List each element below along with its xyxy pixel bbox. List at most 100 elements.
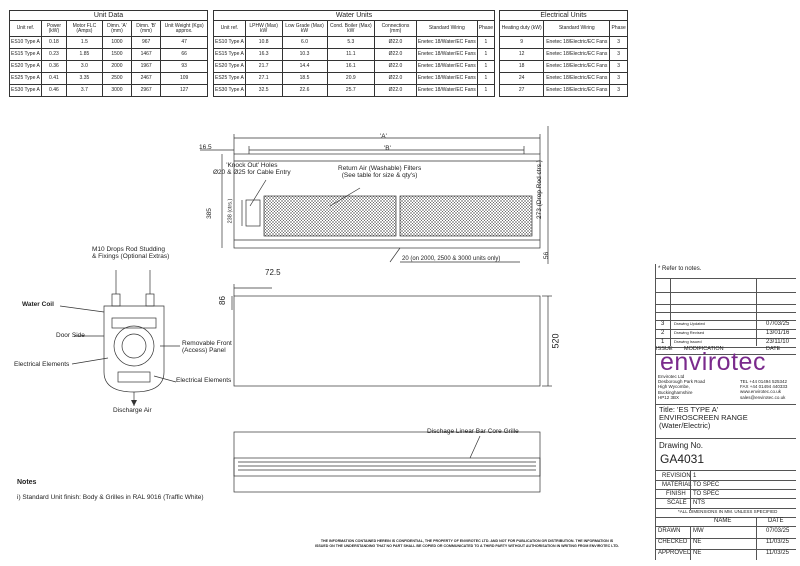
scale-value: NTS [693,500,705,506]
table-cell: Enetec 18/Electric/EC Fans [543,84,611,97]
all-dimensions-note: *ALL DIMENSIONS IN MM. UNLESS SPECIFIED [678,509,778,514]
signoff-role: CHECKED [658,539,688,545]
finish-label: FINISH [666,491,686,497]
signoff-role: APPROVED [658,550,692,556]
dim-16-5-label: 16.5 [199,144,212,151]
material-label: MATERIAL [662,482,692,488]
removable-front-panel-label: Removable Front(Access) Panel [182,340,232,354]
revision-date: 23/11/10 [766,339,789,345]
dim-b-label: 'B' [384,145,391,152]
table-cell: 0.41 [40,72,67,85]
dim-238-label: 238 (ctrs.) [227,198,234,224]
revision-modification: Drawing Updated [674,321,705,326]
revision-modification: Drawing Issued [674,339,702,344]
units-only-note: 20 (on 2000, 2500 & 3000 units only) [402,256,501,262]
material-value: TO SPEC [693,482,720,488]
table-cell: 22.6 [281,84,328,97]
water-coil-label: Water Coil [22,301,54,308]
revision-value: 1 [693,473,697,479]
electrical-elements-right-label: Electrical Elements [176,377,232,384]
modification-header: MODIFICATION [684,346,724,352]
dim-56-label: 56 [543,251,551,260]
table-cell: 3 [609,48,628,61]
ud-header-cell: Dimn. 'B' (mm) [131,20,162,37]
revision-issue: 2 [661,330,665,336]
unit-data-table: Unit Data Unit ref.Power (kW)Motor FLC (… [9,10,208,97]
dim-86-label: 86 [217,296,227,305]
notes-item: i) Standard Unit finish: Body & Grilles … [17,494,204,501]
table-cell: 0.46 [40,84,67,97]
signoff-name: NE [693,539,702,545]
unit-elevation [233,153,541,249]
technical-drawing [59,126,552,493]
confidentiality-footer: THE INFORMATION CONTAINED HEREIN IS CONF… [315,539,619,548]
name-header: NAME [714,518,732,524]
table-cell: 127 [160,84,208,97]
dim-520-label: 520 [550,333,561,349]
dim-72-5-label: 72.5 [265,268,281,277]
table-cell: 1467 [131,48,162,61]
revision-modification: Drawing Revised [674,330,705,335]
title-block: * Refer to notes. 3 Drawing Updated 07/03/… [655,264,796,560]
unit-plan-view [233,295,541,387]
table-cell: ES30 Type A [213,84,246,97]
wu-header-cell: Low Grade (Max) kW [281,20,328,37]
revision-date: 13/01/16 [766,330,790,336]
revision-issue: 1 [661,339,665,345]
drawing-no-label: Drawing No. [659,441,704,450]
dim-273-label: 273 (Drop Rod ctrs.) [535,160,543,219]
signoff-date: 07/03/25 [766,528,790,534]
table-cell: 3000 [101,84,133,97]
scale-label: SCALE [667,500,687,506]
table-cell: 2967 [131,84,162,97]
table-cell: 0.18 [40,36,67,49]
issue-header: ISSUE [656,346,673,352]
revision-issue: 3 [661,321,665,327]
signoff-role: DRAWN [658,528,681,534]
signoff-date: 11/03/25 [766,550,789,556]
table-cell: ES25 Type A [213,72,246,85]
cross-section [59,270,180,406]
table-cell: 1 [476,84,496,97]
electrical-units-table: Electrical Units Heating duty (kW)Standa… [498,10,628,97]
m10-drop-rod-label: M10 Drops Rod Studding& Fixings (Optiona… [92,246,170,260]
drawing-title: Title: 'ES TYPE A'ENVIROSCREEN RANGE(Wat… [659,405,748,430]
dim-385-label: 385 [205,208,213,219]
dim-a-label: 'A' [380,133,387,140]
table-cell: 27 [498,84,545,97]
signoff-date: 11/03/25 [766,539,789,545]
ud-header-cell: Unit Weight (Kgs) approx. [160,20,208,37]
return-air-filter-right [399,195,533,237]
door-side-label: Door Side [56,332,85,339]
finish-value: TO SPEC [693,491,720,497]
signoff-name: MW [693,528,704,534]
refer-notes: * Refer to notes. [658,266,702,272]
envirotec-logo: envirotec [660,348,766,376]
table-cell: 3 [609,84,628,97]
return-air-filters-label: Return Air (Washable) Filters(See table … [338,165,422,179]
electrical-elements-left-label: Electrical Elements [14,361,70,368]
return-air-filter-left [263,195,397,237]
drawing-number: GA4031 [660,452,705,466]
date-header-2: DATE [768,518,784,524]
revision-label: REVISION [662,473,691,479]
date-header: DATE [766,346,781,352]
grille-label: Dischage Linear Bar Core Grille [427,428,519,435]
revision-date: 07/03/25 [766,321,790,327]
linear-bar-grille [233,457,541,477]
signoff-name: NE [693,550,702,556]
discharge-air-label: Discharge Air [113,407,152,414]
notes-title: Notes [17,479,37,486]
